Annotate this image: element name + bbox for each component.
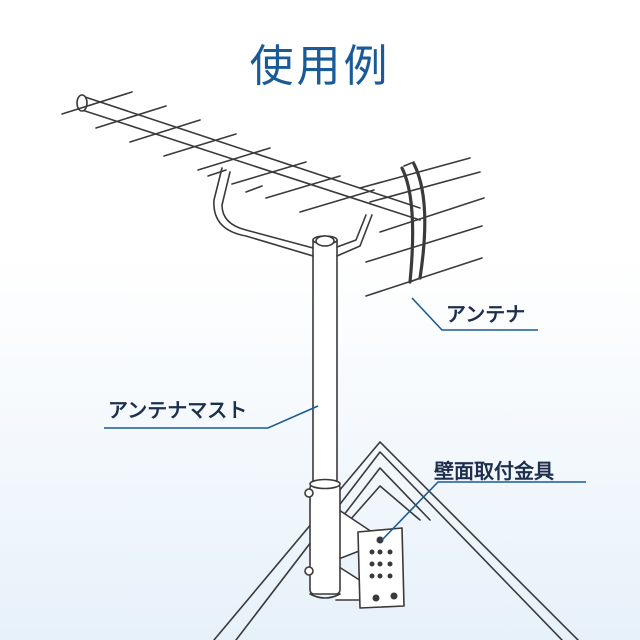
label-antenna: アンテナ xyxy=(446,298,525,327)
boom-mount xyxy=(214,168,372,256)
label-antenna-mast: アンテナマスト xyxy=(108,394,247,423)
mast-sleeve xyxy=(305,480,340,599)
leader-bracket xyxy=(382,482,586,540)
antenna-boom xyxy=(77,95,420,220)
label-wall-bracket: 壁面取付金具 xyxy=(434,455,554,484)
wall-bracket xyxy=(336,508,404,608)
page-title: 使用例 xyxy=(0,30,640,94)
